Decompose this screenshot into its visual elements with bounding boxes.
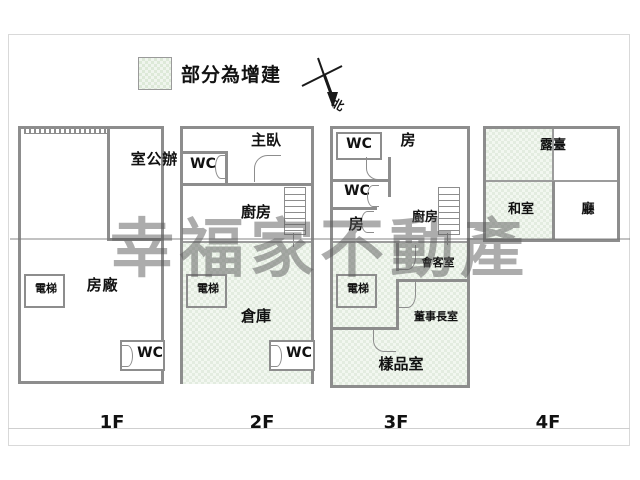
room-label-warehouse: 倉庫 xyxy=(240,307,271,325)
wall xyxy=(333,179,388,182)
wall xyxy=(183,241,311,243)
north-arrow-icon: 北 xyxy=(296,56,362,118)
wall xyxy=(333,207,377,210)
door-swing-icon xyxy=(271,345,282,367)
room-label-elevator-2f: 電梯 xyxy=(197,282,219,295)
wall xyxy=(396,279,467,282)
room-label-toilet-1-3f: WC xyxy=(346,136,372,152)
room-label-toilet: WC xyxy=(137,345,163,361)
room-label-kitchen-2f: 廚房 xyxy=(240,203,271,221)
door-swing-icon xyxy=(373,329,396,352)
legend-label: 部分為增建 xyxy=(181,64,282,86)
wall xyxy=(333,327,399,330)
room-label-elevator: 電梯 xyxy=(35,282,57,295)
door-swing-icon xyxy=(366,157,390,180)
floor-caption-3f: 3F xyxy=(383,412,409,433)
floor-1f-outline: 辦 公 室 電梯 廠 房 WC xyxy=(18,126,178,384)
wall xyxy=(107,129,110,241)
window-wall-hatched xyxy=(24,128,109,134)
room-label-showroom-3f: 樣品室 xyxy=(378,355,424,373)
room-elevator-2f xyxy=(186,274,227,308)
door-swing-icon xyxy=(399,281,416,308)
room-label-toilet-lower-2f: WC xyxy=(286,345,312,361)
room-label-factory: 廠 房 xyxy=(84,277,119,292)
floor-2f-outline: WC 主臥 廚房 電梯 倉庫 WC xyxy=(180,126,315,384)
door-swing-icon xyxy=(367,185,379,207)
door-swing-icon xyxy=(122,345,133,367)
room-label-toilet-2-3f: WC xyxy=(344,183,370,199)
room-label-toilet-upper-2f: WC xyxy=(190,156,216,172)
stair-direction-line xyxy=(447,233,448,245)
wall xyxy=(552,181,555,239)
watermark-rule xyxy=(10,238,630,240)
stair-direction-line xyxy=(293,233,294,247)
floor-caption-rule xyxy=(8,428,630,429)
room-elevator-3f xyxy=(336,274,377,308)
wall xyxy=(396,279,399,327)
room-label-chairman-3f: 董事長室 xyxy=(414,310,458,323)
wall xyxy=(486,180,617,182)
room-label-bedroom-2-3f: 房 xyxy=(348,215,364,233)
room-label-office: 辦 公 室 xyxy=(128,151,179,166)
floor-caption-1f: 1F xyxy=(99,412,125,433)
floor-3f-outline: WC 房 WC 房 廚房 會客室 xyxy=(330,126,470,388)
wall xyxy=(396,243,399,271)
wall xyxy=(333,241,467,243)
wall xyxy=(552,129,554,181)
extension-area-2f xyxy=(183,241,311,384)
door-swing-icon xyxy=(399,245,416,270)
room-label-hall-4f: 廳 xyxy=(581,202,595,217)
room-toilet-1-3f xyxy=(336,132,382,160)
floor-caption-4f: 4F xyxy=(535,412,561,433)
door-swing-icon xyxy=(215,155,227,179)
room-label-bedroom-1-3f: 房 xyxy=(400,131,416,149)
door-swing-icon xyxy=(361,211,374,233)
room-elevator-1f xyxy=(24,274,65,308)
staircase xyxy=(438,187,460,235)
door-swing-icon xyxy=(254,155,281,182)
room-label-elevator-3f: 電梯 xyxy=(347,282,369,295)
staircase xyxy=(284,187,306,235)
floor-caption-2f: 2F xyxy=(249,412,275,433)
wall xyxy=(107,238,164,241)
room-label-kitchen-3f: 廚房 xyxy=(411,210,438,225)
legend: 部分為增建 xyxy=(138,57,281,90)
room-label-reception-3f: 會客室 xyxy=(421,256,455,269)
extension-swatch xyxy=(138,57,172,90)
floor-4f-outline: 露臺 和室 廳 xyxy=(483,126,620,242)
room-label-japanese-4f: 和室 xyxy=(507,202,534,217)
room-label-master-bedroom: 主臥 xyxy=(250,131,281,149)
wall xyxy=(183,151,228,154)
extension-area-4f xyxy=(486,129,553,239)
wall xyxy=(183,183,311,186)
